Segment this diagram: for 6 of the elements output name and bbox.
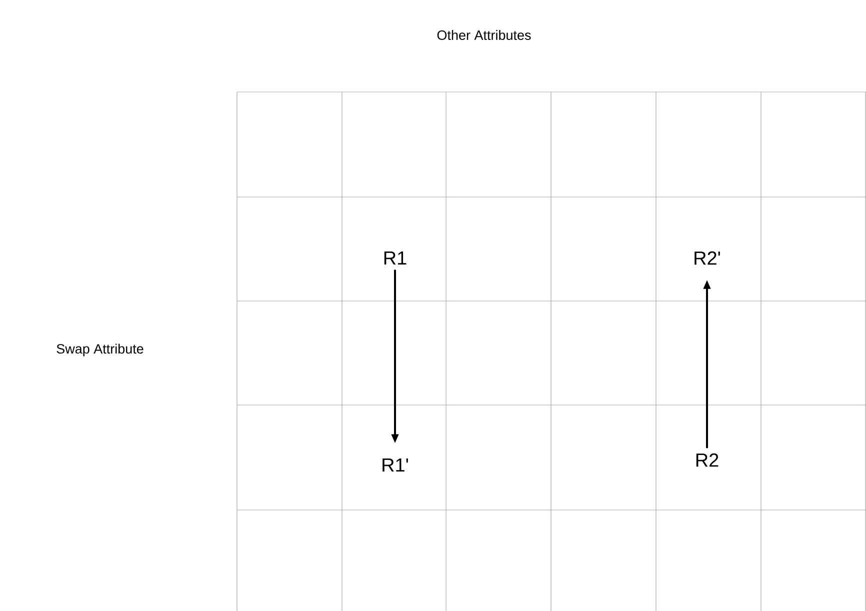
cell-label: R1 — [384, 251, 406, 265]
cell-label: R2' — [694, 251, 720, 265]
axis-label: Swap Attribute — [56, 344, 144, 356]
cell-label: R2 — [696, 453, 718, 467]
cell-label: R1' — [382, 458, 408, 472]
axis-label: Other Attributes — [437, 30, 531, 40]
